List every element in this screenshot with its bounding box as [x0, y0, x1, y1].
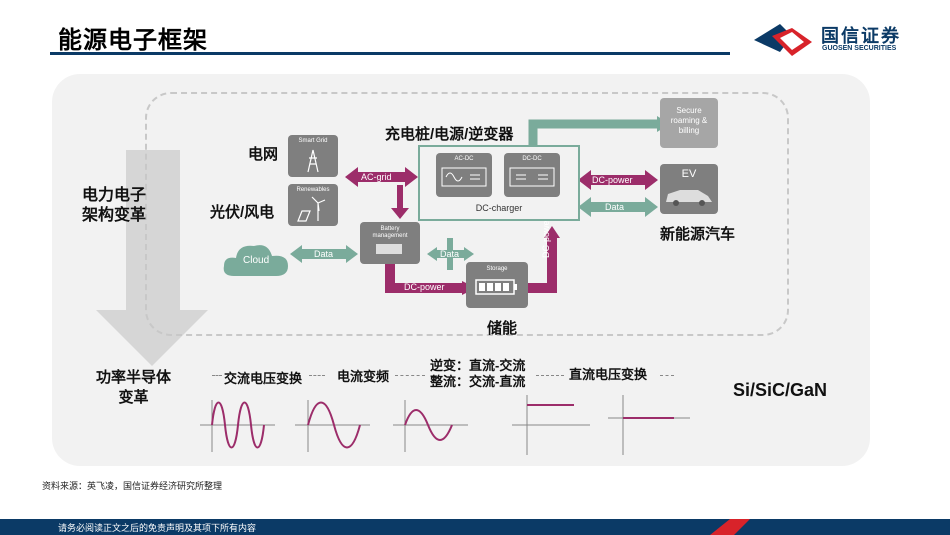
bracket [395, 375, 425, 376]
disclaimer-text: 请务必阅读正文之后的免责声明及其项下所有内容 [58, 523, 257, 533]
power-tower-icon [307, 149, 319, 173]
footer-bar [0, 519, 950, 535]
bracket [212, 375, 222, 376]
page-title: 能源电子框架 [58, 27, 208, 54]
ev-box: EV [660, 164, 718, 214]
battery-management-box: Battery management [360, 222, 420, 264]
waveform-dc2-icon [608, 395, 690, 455]
logo-text: 国信证券 [821, 26, 901, 46]
label-grid: 电网 [248, 146, 279, 163]
dc-charger-box: AC-DC DC-DC DC-charger [418, 145, 580, 221]
label-semiconductors: Si/SiC/GaN [733, 380, 828, 400]
sine-wave-icon [441, 167, 487, 187]
waveform-high-freq-icon [200, 400, 275, 452]
logo-icon [754, 24, 812, 56]
storage-box-label: Storage [486, 266, 508, 272]
renewables-box: Renewables [288, 184, 338, 226]
cloud-icon [223, 245, 288, 276]
footer-accent [710, 519, 950, 535]
battery-management-label: Battery management [372, 226, 408, 239]
label-data-storage: Data [440, 249, 460, 259]
label-data-ev: Data [605, 202, 625, 212]
ac-dc-box: AC-DC [436, 153, 492, 197]
dc-dc-label: DC-DC [522, 156, 542, 162]
battery-icon [475, 279, 517, 295]
car-icon [666, 190, 712, 206]
renewables-label: Renewables [296, 187, 330, 193]
label-freq-conv: 电流变频 [337, 369, 390, 384]
waveform-low-freq-icon [295, 400, 370, 452]
label-storage: 储能 [487, 320, 518, 337]
ac-dc-label: AC-DC [454, 156, 474, 162]
secure-billing-label: Secure roaming & billing [670, 106, 708, 135]
dc-dc-box: DC-DC [504, 153, 560, 197]
storage-box: Storage [466, 262, 528, 308]
source-note: 资料来源：英飞凌，国信证券经济研究所整理 [42, 481, 223, 491]
label-dc-power-storage: DC-power [404, 282, 445, 292]
waveform-ac-icon [393, 400, 468, 452]
label-ac-grid: AC-grid [361, 172, 392, 182]
waveform-dc-icon [512, 395, 590, 455]
smart-grid-box: Smart Grid [288, 135, 338, 177]
bracket [536, 375, 564, 376]
dc-charger-label: DC-charger [475, 203, 523, 213]
label-pv-wind: 光伏/风电 [210, 204, 275, 221]
chip-icon [376, 244, 402, 254]
label-dc-power-ev: DC-power [592, 175, 633, 185]
label-ac-voltage-conv: 交流电压变换 [224, 371, 303, 386]
dc-converter-icon [509, 167, 555, 187]
cloud-label: Cloud [243, 255, 270, 266]
logo-subtext: GUOSEN SECURITIES [822, 45, 897, 52]
smart-grid-label: Smart Grid [298, 138, 328, 144]
label-semiconductor-change: 功率半导体 变革 [96, 369, 172, 406]
diagram-panel [52, 74, 870, 466]
title-rule [50, 52, 730, 55]
label-architecture-change: 电力电子 架构变革 [82, 187, 147, 224]
down-arrow-icon [96, 150, 208, 366]
bracket [309, 375, 325, 376]
label-inverter-rectifier: 逆变：直流-交流 整流：交流-直流 [430, 358, 526, 389]
label-data-cloud: Data [314, 249, 334, 259]
system-boundary [145, 92, 789, 336]
bracket [660, 375, 674, 376]
wind-turbine-icon [297, 196, 326, 222]
label-charger: 充电桩/电源/逆变器 [385, 126, 514, 143]
secure-billing-box: Secure roaming & billing [660, 98, 718, 148]
ev-label: EV [681, 168, 697, 180]
label-nev: 新能源汽车 [660, 226, 736, 243]
label-dc-voltage-conv: 直流电压变换 [569, 367, 648, 382]
